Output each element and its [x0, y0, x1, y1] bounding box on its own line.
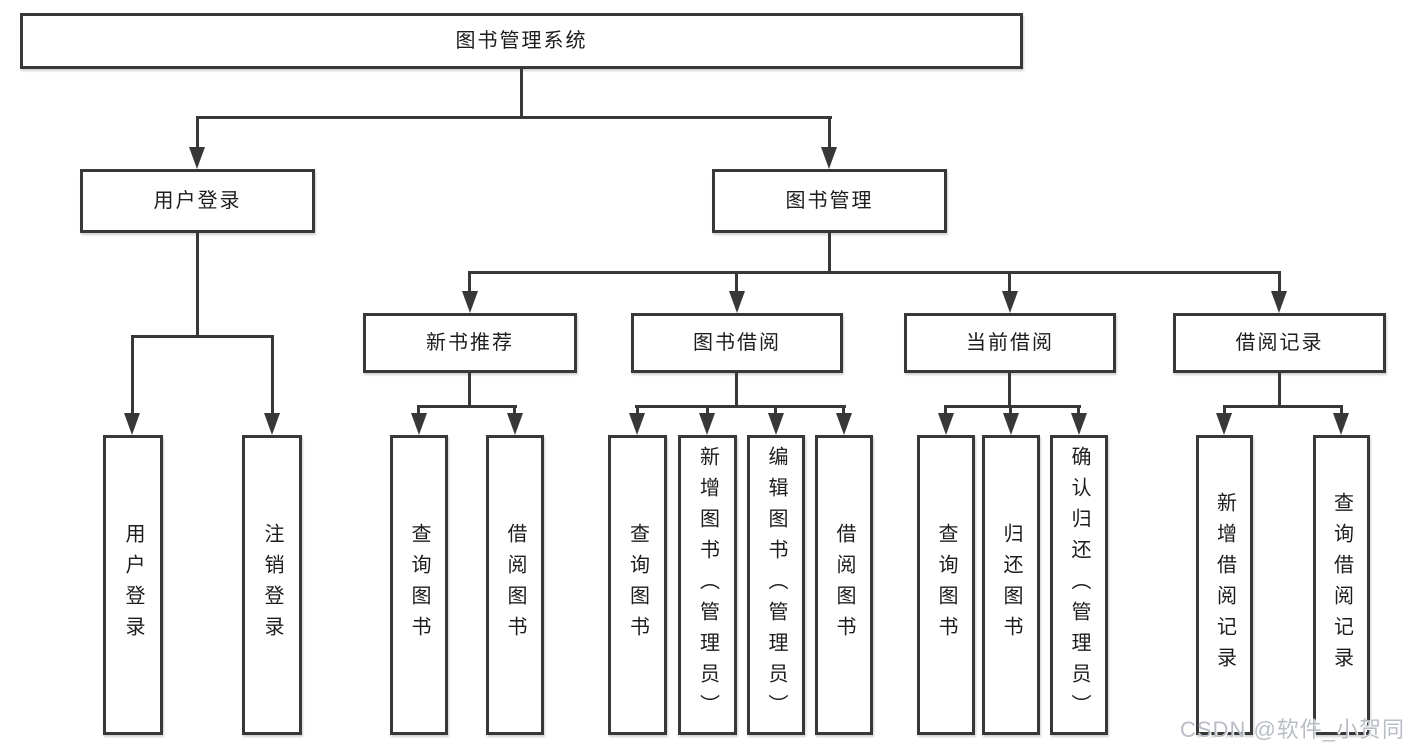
- node-bb-add-books-admin-label: 新增图书（管理员）: [696, 445, 719, 725]
- node-new-book-recommend-label: 新书推荐: [426, 332, 514, 354]
- connector-line-v: [1223, 405, 1226, 417]
- node-cb-return-books-label: 归还图书: [1000, 523, 1022, 647]
- node-bb-query-books-label: 查询图书: [626, 523, 649, 647]
- arrow-down-icon: [699, 413, 715, 435]
- node-br-add-record-label: 新增借阅记录: [1213, 492, 1236, 678]
- arrow-down-icon: [729, 291, 745, 313]
- node-user-login-label: 用户登录: [153, 190, 242, 212]
- node-cb-query-books-label: 查询图书: [935, 523, 957, 647]
- arrow-down-icon: [507, 413, 523, 435]
- connector-line-v: [468, 373, 471, 407]
- node-book-management: 图书管理: [712, 169, 947, 233]
- node-nb-borrow-books-label: 借阅图书: [504, 523, 526, 647]
- connector-line-v: [1340, 405, 1343, 417]
- arrow-down-icon: [189, 147, 205, 169]
- node-bb-edit-books-admin-label: 编辑图书（管理员）: [765, 445, 787, 725]
- node-current-borrow-label: 当前借阅: [966, 332, 1054, 354]
- connector-line-v: [520, 69, 523, 118]
- node-root-label: 图书管理系统: [455, 30, 588, 52]
- connector-line-v: [1077, 405, 1080, 417]
- node-cb-confirm-return-admin-label: 确认归还（管理员）: [1068, 445, 1090, 725]
- arrow-down-icon: [1002, 291, 1018, 313]
- connector-line-v: [1009, 405, 1012, 417]
- node-bb-query-books: 查询图书: [608, 435, 667, 735]
- node-bb-edit-books-admin: 编辑图书（管理员）: [747, 435, 805, 735]
- node-root: 图书管理系统: [20, 13, 1023, 69]
- connector-line-h: [635, 405, 846, 408]
- node-borrow-records-label: 借阅记录: [1235, 332, 1324, 354]
- arrow-down-icon: [629, 413, 645, 435]
- connector-line-h: [131, 335, 274, 338]
- connector-line-v: [417, 405, 420, 417]
- connector-line-v: [196, 233, 199, 337]
- node-bb-borrow-books-label: 借阅图书: [833, 523, 855, 647]
- node-nb-borrow-books: 借阅图书: [486, 435, 544, 735]
- connector-line-v: [735, 373, 738, 407]
- node-book-borrow-label: 图书借阅: [693, 332, 781, 354]
- node-br-query-record-label: 查询借阅记录: [1330, 492, 1353, 678]
- node-logout-label: 注销登录: [261, 523, 283, 647]
- connector-line-h: [468, 271, 1281, 274]
- arrow-down-icon: [462, 291, 478, 313]
- node-new-book-recommend: 新书推荐: [363, 313, 577, 373]
- node-br-add-record: 新增借阅记录: [1196, 435, 1253, 735]
- node-bb-borrow-books: 借阅图书: [815, 435, 873, 735]
- connector-line-v: [1008, 373, 1011, 407]
- arrow-down-icon: [1271, 291, 1287, 313]
- connector-line-v: [735, 271, 738, 293]
- arrow-down-icon: [411, 413, 427, 435]
- connector-line-v: [774, 405, 777, 417]
- connector-line-v: [944, 405, 947, 417]
- connector-line-v: [1278, 373, 1281, 407]
- node-borrow-records: 借阅记录: [1173, 313, 1386, 373]
- arrow-down-icon: [1003, 413, 1019, 435]
- connector-line-h: [196, 116, 832, 119]
- node-current-borrow: 当前借阅: [904, 313, 1116, 373]
- arrow-down-icon: [1071, 413, 1087, 435]
- arrow-down-icon: [264, 413, 280, 435]
- connector-line-h: [944, 405, 1081, 408]
- connector-line-v: [636, 405, 639, 417]
- connector-line-v: [196, 116, 199, 149]
- arrow-down-icon: [1216, 413, 1232, 435]
- connector-line-v: [468, 271, 471, 293]
- connector-line-v: [131, 335, 134, 415]
- watermark: CSDN @软件_小贺同学: [1180, 717, 1405, 742]
- node-br-query-record: 查询借阅记录: [1313, 435, 1370, 735]
- connector-line-v: [828, 116, 831, 149]
- arrow-down-icon: [768, 413, 784, 435]
- connector-line-v: [271, 335, 274, 415]
- connector-line-v: [828, 233, 831, 273]
- node-cb-confirm-return-admin: 确认归还（管理员）: [1050, 435, 1108, 735]
- connector-line-v: [1008, 271, 1011, 293]
- connector-line-h: [1223, 405, 1343, 408]
- node-cb-return-books: 归还图书: [982, 435, 1040, 735]
- node-nb-query-books: 查询图书: [390, 435, 448, 735]
- connector-line-v: [513, 405, 516, 417]
- connector-line-h: [417, 405, 517, 408]
- arrow-down-icon: [836, 413, 852, 435]
- node-user-login-leaf-label: 用户登录: [122, 523, 144, 647]
- node-logout: 注销登录: [242, 435, 302, 735]
- node-book-borrow: 图书借阅: [631, 313, 843, 373]
- node-user-login-leaf: 用户登录: [103, 435, 163, 735]
- node-nb-query-books-label: 查询图书: [408, 523, 430, 647]
- arrow-down-icon: [821, 147, 837, 169]
- node-bb-add-books-admin: 新增图书（管理员）: [678, 435, 737, 735]
- arrow-down-icon: [1333, 413, 1349, 435]
- node-book-management-label: 图书管理: [785, 190, 874, 212]
- connector-line-v: [842, 405, 845, 417]
- node-user-login: 用户登录: [80, 169, 315, 233]
- connector-line-v: [706, 405, 709, 417]
- arrow-down-icon: [938, 413, 954, 435]
- node-cb-query-books: 查询图书: [917, 435, 975, 735]
- connector-line-v: [1278, 271, 1281, 293]
- arrow-down-icon: [124, 413, 140, 435]
